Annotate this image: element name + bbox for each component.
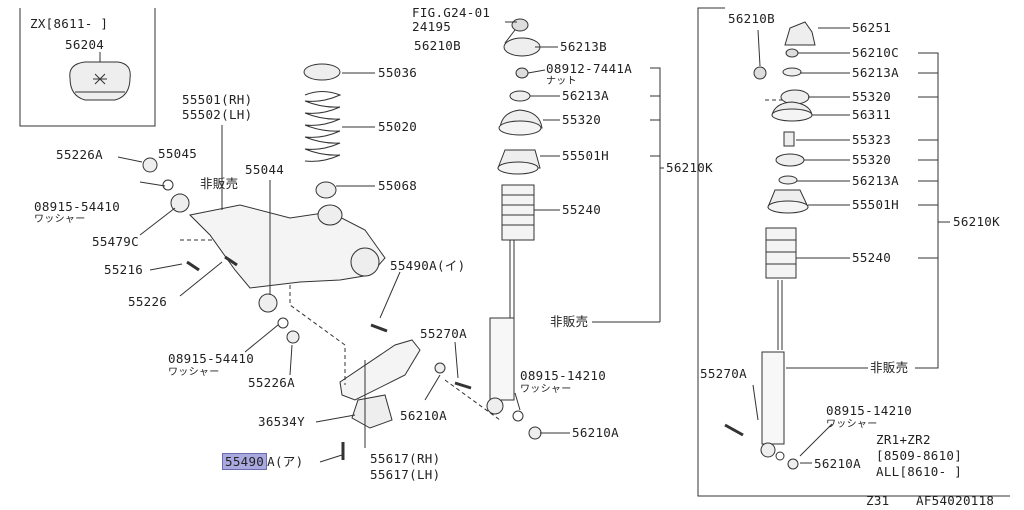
part-36534Y-label: 36534Y	[258, 414, 305, 429]
part-56210A-low-label: 56210A	[572, 425, 619, 440]
inset-range-label: ZX[8611- ]	[30, 16, 109, 31]
fig-ref-label: FIG.G24-01	[412, 5, 491, 20]
washer-c-label: ワッシャー	[520, 384, 572, 395]
r-part-56213A-1-label: 56213A	[852, 65, 899, 80]
part-55490A-suffix: A(ア)	[267, 454, 304, 469]
r-part-56210C-label: 56210C	[852, 45, 899, 60]
not-sold-mid-label: 非販売	[550, 314, 589, 329]
footer-code: AF54020118	[916, 493, 995, 508]
part-55490A-i-label: 55490A(イ)	[390, 258, 466, 273]
middle-strut	[486, 18, 543, 415]
r-part-56210K-label: 56210K	[953, 214, 1000, 229]
r-part-55240-label: 55240	[852, 250, 892, 265]
part-56213A-mid-label: 56213A	[562, 88, 609, 103]
coil-spring	[303, 63, 342, 199]
cap-56204	[69, 61, 131, 101]
r-part-55270A-label: 55270A	[700, 366, 747, 381]
r-part-55323-label: 55323	[852, 132, 892, 147]
part-56210A-mid-label: 56210A	[400, 408, 447, 423]
part-55216-label: 55216	[104, 262, 144, 277]
part-56210B-top-label: 56210B	[414, 38, 461, 53]
r-part-56213A-2-label: 56213A	[852, 173, 899, 188]
part-08915-14210-mid-label: 08915-14210	[520, 368, 607, 383]
part-55320-mid-label: 55320	[562, 112, 602, 127]
r-part-56210B-label: 56210B	[728, 11, 775, 26]
washer-b-label: ワッシャー	[168, 367, 220, 378]
r-part-56311-label: 56311	[852, 107, 892, 122]
r-part-08915-label: 08915-14210	[826, 403, 913, 418]
part-55044-label: 55044	[245, 162, 285, 177]
part-55226-label: 55226	[128, 294, 168, 309]
part-55045-label: 55045	[158, 146, 198, 161]
part-56213B-label: 56213B	[560, 39, 607, 54]
r-not-sold-label: 非販売	[870, 360, 909, 375]
link-55617	[339, 323, 542, 460]
right-strut	[724, 21, 816, 470]
not-sold-left-label: 非販売	[200, 176, 239, 191]
part-55502-label: 55502(LH)	[182, 107, 253, 122]
r-model-label: ZR1+ZR2	[876, 432, 931, 447]
part-55020-label: 55020	[378, 119, 418, 134]
leader-lines	[99, 21, 950, 464]
r-part-55320-2-label: 55320	[852, 152, 892, 167]
nut-label: ナット	[546, 76, 577, 87]
part-56204-label: 56204	[65, 37, 105, 52]
r-washer-label: ワッシャー	[826, 419, 878, 430]
part-55068-label: 55068	[378, 178, 418, 193]
part-55501H-mid-label: 55501H	[562, 148, 609, 163]
part-55240-mid-label: 55240	[562, 202, 602, 217]
r-part-56210A-label: 56210A	[814, 456, 861, 471]
part-24195-label: 24195	[412, 19, 452, 34]
part-08912-label: 08912-7441A	[546, 61, 633, 76]
r-range2-label: ALL[8610- ]	[876, 464, 963, 479]
r-part-55501H-label: 55501H	[852, 197, 899, 212]
highlighted-part-number[interactable]: 55490	[222, 453, 268, 470]
footer-model: Z31	[866, 493, 890, 508]
r-range1-label: [8509-8610]	[876, 448, 963, 463]
part-56210K-mid-label: 56210K	[666, 160, 713, 175]
part-55479C-label: 55479C	[92, 234, 139, 249]
r-part-55320-1-label: 55320	[852, 89, 892, 104]
part-08915-54410-b-label: 08915-54410	[168, 351, 255, 366]
part-55036-label: 55036	[378, 65, 418, 80]
part-55226A-top-label: 55226A	[56, 147, 103, 162]
part-55270A-mid-label: 55270A	[420, 326, 467, 341]
part-55617LH-label: 55617(LH)	[370, 467, 441, 482]
part-55617RH-label: 55617(RH)	[370, 451, 441, 466]
part-55226A-low-label: 55226A	[248, 375, 295, 390]
r-part-56251-label: 56251	[852, 20, 892, 35]
right-panel-frame	[697, 7, 1010, 497]
inset-frame	[19, 8, 156, 127]
washer-a-label: ワッシャー	[34, 214, 86, 225]
part-08915-54410-a-label: 08915-54410	[34, 199, 121, 214]
lower-arm	[142, 157, 386, 344]
part-55501-label: 55501(RH)	[182, 92, 253, 107]
